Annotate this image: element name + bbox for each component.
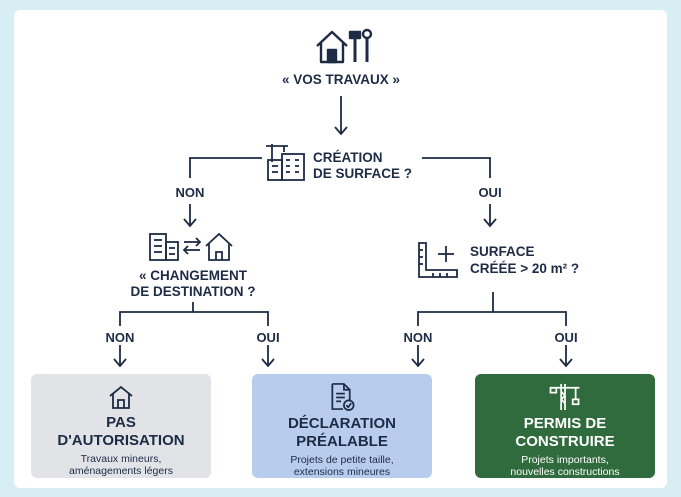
outcome-desc-line1: Travaux mineurs, [80, 453, 162, 465]
outcome-title-line1: PAS [106, 414, 136, 431]
building-crane-icon [264, 142, 308, 182]
building-to-house-icon [146, 230, 238, 262]
q1-no-label: NON [175, 185, 205, 200]
q2-line2: DE DESTINATION ? [130, 284, 256, 299]
house-tools-icon [314, 26, 376, 66]
outcome-title-line2: PRÉALABLE [296, 433, 388, 450]
outcome-title-line2: D'AUTORISATION [57, 432, 185, 449]
outcome-card-building-permit: PERMIS DE CONSTRUIRE Projets importants,… [475, 374, 655, 478]
outcome-title-line1: DÉCLARATION [287, 415, 397, 432]
q1-yes-label: OUI [478, 185, 502, 200]
q2-yes-label: OUI [256, 330, 280, 345]
outcome-desc-line1: Projets importants, [521, 454, 609, 466]
q2-line1: « CHANGEMENT [138, 268, 247, 283]
q1-line2: DE SURFACE ? [313, 166, 413, 181]
q3-line2: CRÉÉE > 20 m² ? [470, 261, 580, 276]
document-check-icon [331, 383, 355, 411]
ruler-plus-icon [416, 240, 460, 280]
outcome-card-prior-declaration: DÉCLARATION PRÉALABLE Projets de petite … [252, 374, 432, 478]
outcome-desc-line1: Projets de petite taille, [290, 454, 394, 466]
outcome-desc-line2: nouvelles constructions [510, 466, 620, 478]
outcome-desc-line2: aménagements légers [69, 465, 173, 477]
q1-line1: CRÉATION [313, 150, 383, 165]
q2-no-label: NON [105, 330, 135, 345]
outcome-desc-line2: extensions mineures [293, 466, 391, 478]
outcome-title-line2: CONSTRUIRE [515, 433, 615, 450]
root-label: « VOS TRAVAUX » [281, 72, 401, 87]
crane-icon [549, 383, 580, 411]
q3-no-label: NON [403, 330, 433, 345]
q3-line1: SURFACE [470, 244, 535, 259]
outcome-card-no-authorization: PAS D'AUTORISATION Travaux mineurs, amén… [31, 374, 211, 478]
house-outline-icon [109, 385, 133, 409]
outcome-title-line1: PERMIS DE [523, 415, 607, 432]
q3-yes-label: OUI [554, 330, 578, 345]
